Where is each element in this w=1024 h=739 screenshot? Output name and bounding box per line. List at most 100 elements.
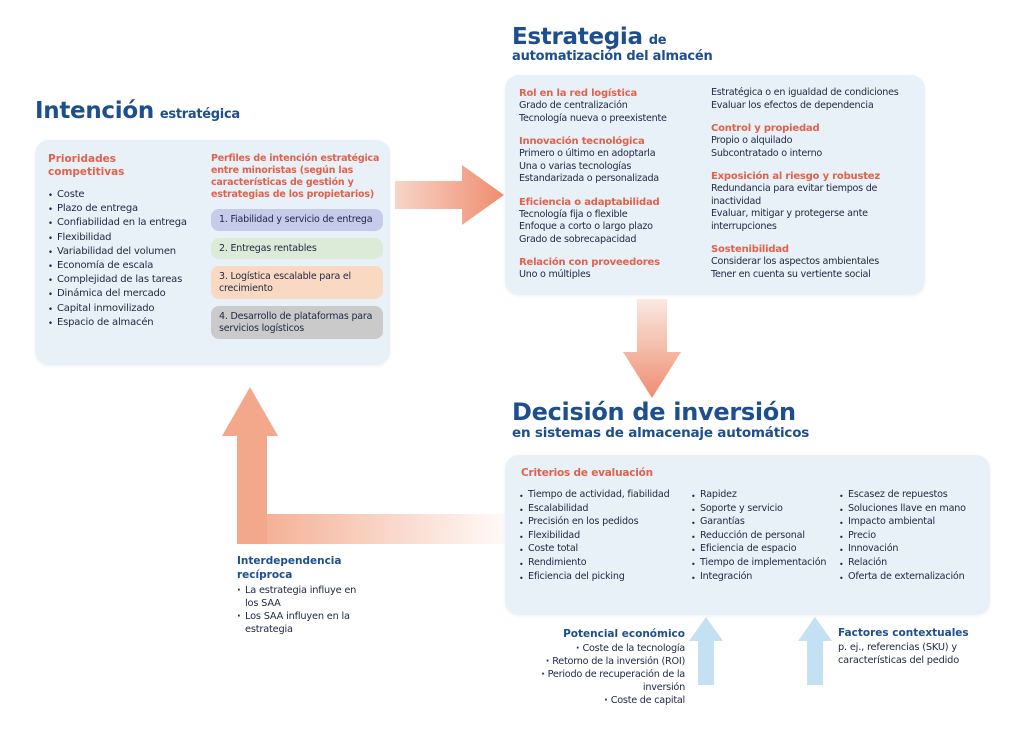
- list-item: Espacio de almacén: [48, 316, 210, 331]
- list-item: Flexibilidad: [519, 529, 693, 544]
- list-item: Periodo de recuperación de la inversión: [523, 668, 686, 694]
- list-item: Coste de la tecnología: [523, 642, 685, 655]
- estrategia-group: Eficiencia o adaptabilidad Tecnología fi…: [519, 196, 711, 247]
- list-item: Integración: [691, 570, 839, 585]
- estrategia-panel: Rol en la red logística Grado de central…: [505, 75, 925, 295]
- list-item: Economía de escala: [48, 259, 210, 274]
- group-line: Tecnología nueva o preexistente: [519, 112, 667, 124]
- group-line: Tener en cuenta su vertiente social: [711, 268, 871, 280]
- group-line: Redundancia para evitar tiempos de inact…: [711, 183, 878, 207]
- estrategia-group: Estratégica o en igualdad de condiciones…: [711, 87, 919, 112]
- profiles-column: Perfiles de intención estratégica entre …: [211, 153, 383, 339]
- arrow-factores-to-decision-icon: [798, 617, 832, 685]
- list-item: Retorno de la inversión (ROI): [523, 655, 685, 668]
- factores-heading: Factores contextuales: [838, 627, 969, 639]
- list-item: Variabilidad del volumen: [48, 245, 210, 260]
- list-item: Escalabilidad: [519, 502, 693, 517]
- group-line: Considerar los aspectos ambientales: [711, 256, 879, 267]
- list-item: Plazo de entrega: [48, 202, 210, 217]
- list-item: Escasez de repuestos: [839, 488, 987, 503]
- estrategia-group: Sostenibilidad Considerar los aspectos a…: [711, 243, 919, 281]
- group-line: Evaluar los efectos de dependencia: [711, 99, 874, 111]
- estrategia-group: Rol en la red logística Grado de central…: [519, 87, 711, 125]
- list-item: Innovación: [839, 542, 987, 557]
- estrategia-column-1: Rol en la red logística Grado de central…: [519, 87, 711, 292]
- list-item: Capital inmovilizado: [48, 302, 210, 317]
- criteria-column-2: Rapidez Soporte y servicio Garantías Red…: [691, 488, 839, 585]
- list-item: Reducción de personal: [691, 529, 839, 544]
- decision-panel: Criterios de evaluación Tiempo de activi…: [505, 455, 990, 615]
- list-item: Rendimiento: [519, 556, 693, 571]
- estrategia-title-line2: automatización del almacén: [512, 49, 713, 65]
- criteria-heading: Criterios de evaluación: [521, 467, 653, 479]
- arrow-intencion-to-estrategia-icon: [395, 165, 504, 225]
- list-item: La estrategia influye en los SAA: [237, 584, 367, 610]
- list-item: Garantías: [691, 515, 839, 530]
- interdependencia-list: La estrategia influye en los SAA Los SAA…: [237, 584, 372, 636]
- group-heading: Eficiencia o adaptabilidad: [519, 196, 660, 208]
- criteria-column-1: Tiempo de actividad, fiabilidad Escalabi…: [519, 488, 693, 585]
- potencial-economico-note: Potencial económico Coste de la tecnolog…: [523, 628, 686, 708]
- list-item: Flexibilidad: [48, 231, 210, 246]
- profile-box-4: 4. Desarrollo de plataformas para servic…: [211, 306, 383, 339]
- list-item: Soluciones llave en mano: [839, 502, 987, 517]
- priorities-heading: Prioridades competitivas: [48, 153, 125, 178]
- list-item: Coste total: [519, 542, 693, 557]
- group-line: Evaluar, mitigar y protegerse ante inter…: [711, 208, 868, 232]
- group-line: Uno o múltiples: [519, 269, 591, 280]
- arrow-decision-to-intencion-icon: [222, 387, 522, 544]
- group-line: Propio o alquilado: [711, 135, 793, 146]
- estrategia-group: Exposición al riesgo y robustez Redundan…: [711, 170, 919, 233]
- priorities-column: Prioridades competitivas Coste Plazo de …: [48, 153, 210, 331]
- group-line: Grado de centralización: [519, 100, 628, 111]
- criteria-column-3: Escasez de repuestos Soluciones llave en…: [839, 488, 987, 585]
- interdependencia-note: Interdependencia recíproca La estrategia…: [237, 555, 372, 636]
- factores-contextuales-note: Factores contextuales p. ej., referencia…: [838, 627, 988, 667]
- estrategia-group: Innovación tecnológica Primero o último …: [519, 135, 711, 186]
- group-line: Primero o último en adoptarla: [519, 148, 656, 159]
- list-item: Los SAA influyen en la estrategia: [237, 610, 367, 636]
- intencion-title-main: Intención: [35, 98, 154, 124]
- interdependencia-heading: Interdependencia recíproca: [237, 555, 342, 581]
- decision-title-sub: en sistemas de almacenaje automáticos: [512, 425, 810, 442]
- list-item: Coste de capital: [523, 694, 686, 707]
- list-item: Impacto ambiental: [839, 515, 987, 530]
- group-line: Grado de sobrecapacidad: [519, 233, 637, 245]
- estrategia-title-main: Estrategia: [512, 24, 643, 50]
- profiles-heading: Perfiles de intención estratégica entre …: [211, 153, 380, 200]
- arrow-estrategia-to-decision-icon: [623, 299, 681, 398]
- estrategia-column-2: Estratégica o en igualdad de condiciones…: [711, 87, 919, 291]
- list-item: Coste: [48, 188, 210, 203]
- group-line: Subcontratado o interno: [711, 147, 823, 159]
- group-line: Estratégica o en igualdad de condiciones: [711, 87, 899, 98]
- potencial-heading: Potencial económico: [563, 628, 685, 640]
- list-item: Confiabilidad en la entrega: [48, 216, 210, 231]
- group-line: Una o varias tecnologías: [519, 160, 632, 172]
- group-line: Estandarizada o personalizada: [519, 173, 659, 184]
- arrow-potencial-to-decision-icon: [689, 617, 723, 685]
- decision-title-main: Decisión de inversión: [512, 398, 796, 426]
- list-item: Eficiencia de espacio: [691, 542, 839, 557]
- group-line: Enfoque a corto o largo plazo: [519, 221, 653, 232]
- group-heading: Innovación tecnológica: [519, 136, 645, 147]
- estrategia-group: Relación con proveedores Uno o múltiples: [519, 256, 711, 282]
- group-heading: Relación con proveedores: [519, 257, 660, 268]
- priorities-list: Coste Plazo de entrega Confiabilidad en …: [48, 188, 210, 331]
- list-item: Precio: [839, 529, 987, 544]
- group-heading: Sostenibilidad: [711, 244, 789, 255]
- profile-box-2: 2. Entregas rentables: [211, 237, 383, 259]
- group-line: Tecnología fija o flexible: [519, 208, 628, 220]
- list-item: Tiempo de actividad, fiabilidad: [519, 488, 693, 503]
- estrategia-group: Control y propiedad Propio o alquilado S…: [711, 122, 919, 160]
- list-item: Relación: [839, 556, 987, 571]
- list-item: Dinámica del mercado: [48, 287, 210, 302]
- profiles-list: 1. Fiabilidad y servicio de entrega 2. E…: [211, 209, 383, 339]
- list-item: Complejidad de las tareas: [48, 273, 210, 288]
- list-item: Oferta de externalización: [839, 570, 987, 585]
- profile-box-3: 3. Logística escalable para el crecimien…: [211, 266, 383, 299]
- factores-description: p. ej., referencias (SKU) y característi…: [838, 641, 959, 666]
- list-item: Tiempo de implementación: [691, 556, 839, 571]
- intencion-title-sub: estratégica: [159, 107, 240, 122]
